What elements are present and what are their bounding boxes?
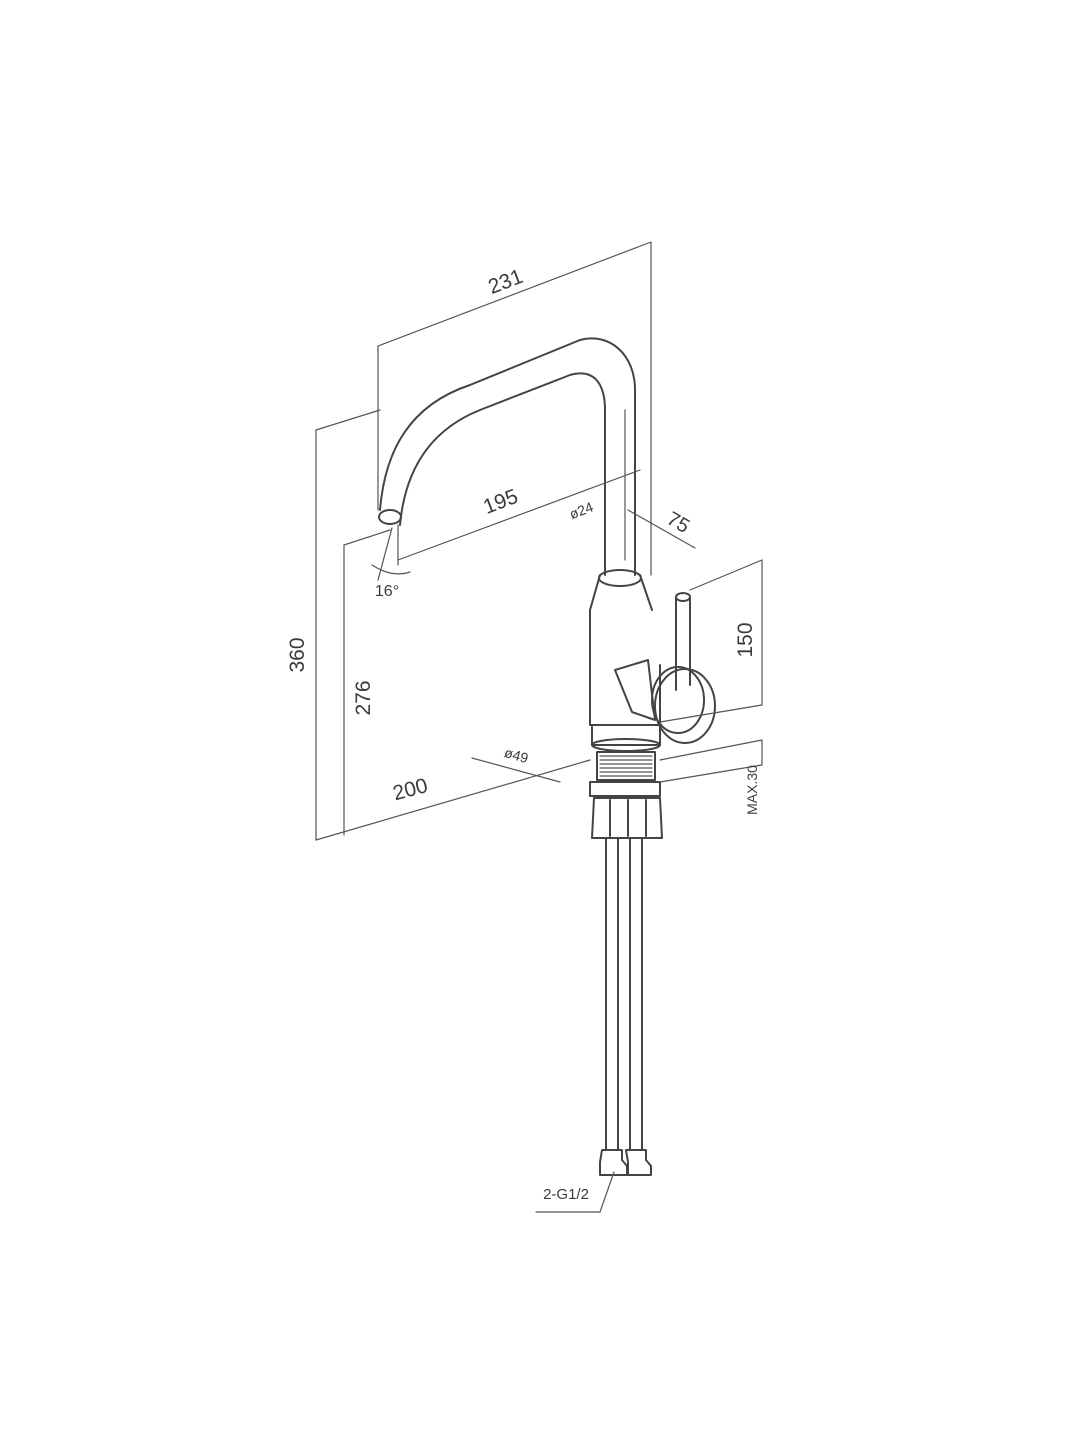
dim-150-ext	[659, 559, 763, 723]
faucet-outline	[378, 337, 716, 1176]
handle-lever-tip	[675, 592, 691, 602]
dim-g12-leader	[535, 1171, 615, 1213]
mounting-washer	[589, 781, 661, 797]
base-flange	[591, 726, 661, 746]
dim-231-ext	[377, 241, 652, 576]
label-276: 276	[352, 680, 375, 715]
dim-75-line	[627, 509, 696, 549]
thread-lines	[599, 755, 653, 777]
threaded-shank	[596, 751, 656, 781]
label-diameter-24: ø24	[567, 498, 595, 522]
handle-lever	[675, 597, 691, 691]
label-195: 195	[480, 485, 521, 519]
label-2-g12: 2-G1/2	[543, 1186, 589, 1203]
dimension-lines	[315, 241, 763, 1213]
spout-outlet	[378, 509, 402, 525]
dim-276-ext	[343, 529, 391, 546]
body-top-collar	[598, 569, 642, 587]
hose-fitting-right	[625, 1149, 652, 1176]
dim-360-ext	[315, 409, 591, 841]
label-75: 75	[663, 508, 693, 538]
label-200: 200	[390, 774, 430, 805]
label-diameter-49: ø49	[503, 744, 531, 766]
dim-max30-ext	[659, 739, 763, 783]
dim-231-line	[377, 241, 652, 347]
label-150: 150	[734, 622, 757, 657]
dim-49-line	[471, 757, 561, 783]
dimension-labels: 231 195 ø24 75 360 276 150 ø49 200 MAX.3…	[286, 265, 760, 1203]
label-max30: MAX.30	[744, 765, 760, 815]
spout-inner-edge	[399, 372, 606, 576]
label-16-degrees: 16°	[375, 583, 399, 600]
label-231: 231	[485, 265, 526, 299]
dim-195-line	[397, 469, 641, 561]
handle-wing	[614, 659, 656, 721]
faucet-body	[589, 574, 661, 726]
supply-hose-left	[605, 837, 619, 1151]
mounting-nut	[591, 797, 663, 839]
supply-hose-right	[629, 837, 643, 1151]
spout-outer-edge	[379, 337, 636, 576]
label-360: 360	[286, 637, 309, 672]
dim-16-arc	[371, 564, 411, 575]
hose-fitting-left	[599, 1149, 628, 1176]
dim-16-leader	[377, 527, 393, 581]
